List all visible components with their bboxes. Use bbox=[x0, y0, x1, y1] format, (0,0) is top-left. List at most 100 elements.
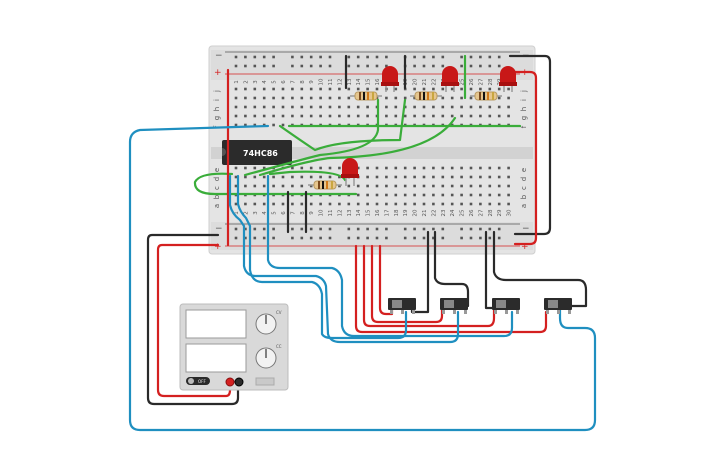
breadboard-hole[interactable] bbox=[385, 202, 388, 206]
breadboard-hole[interactable] bbox=[413, 184, 416, 188]
breadboard-hole[interactable] bbox=[441, 87, 445, 91]
breadboard-hole[interactable] bbox=[497, 64, 501, 68]
breadboard-hole[interactable] bbox=[422, 193, 426, 197]
breadboard-hole[interactable] bbox=[234, 236, 238, 240]
breadboard-hole[interactable] bbox=[403, 114, 407, 118]
breadboard-hole[interactable] bbox=[262, 96, 266, 100]
breadboard-hole[interactable] bbox=[385, 175, 388, 179]
breadboard-hole[interactable] bbox=[281, 202, 285, 206]
breadboard-hole[interactable] bbox=[460, 175, 463, 179]
breadboard-hole[interactable] bbox=[309, 166, 313, 170]
breadboard-hole[interactable] bbox=[291, 55, 294, 59]
breadboard-hole[interactable] bbox=[450, 105, 454, 109]
breadboard-hole[interactable] bbox=[309, 87, 313, 91]
breadboard-hole[interactable] bbox=[497, 55, 501, 59]
breadboard-hole[interactable] bbox=[300, 175, 304, 179]
breadboard-hole[interactable] bbox=[432, 166, 435, 170]
breadboard-hole[interactable] bbox=[441, 175, 445, 179]
breadboard-hole[interactable] bbox=[300, 227, 304, 231]
breadboard-hole[interactable] bbox=[394, 184, 398, 188]
breadboard-hole[interactable] bbox=[253, 166, 257, 170]
breadboard-hole[interactable] bbox=[338, 114, 341, 118]
breadboard-hole[interactable] bbox=[291, 175, 294, 179]
breadboard-hole[interactable] bbox=[441, 193, 445, 197]
breadboard-hole[interactable] bbox=[319, 87, 322, 91]
resistor-1[interactable] bbox=[350, 91, 382, 101]
breadboard-hole[interactable] bbox=[375, 64, 379, 68]
breadboard-hole[interactable] bbox=[497, 105, 501, 109]
breadboard-hole[interactable] bbox=[450, 96, 454, 100]
breadboard-hole[interactable] bbox=[422, 227, 426, 231]
led-4[interactable] bbox=[341, 158, 359, 186]
breadboard-hole[interactable] bbox=[338, 87, 341, 91]
breadboard-hole[interactable] bbox=[366, 114, 369, 118]
breadboard-hole[interactable] bbox=[319, 105, 322, 109]
breadboard-hole[interactable] bbox=[507, 166, 510, 170]
breadboard-hole[interactable] bbox=[460, 202, 463, 206]
breadboard-hole[interactable] bbox=[469, 64, 473, 68]
breadboard-hole[interactable] bbox=[234, 202, 238, 206]
black-wire-3[interactable] bbox=[508, 54, 552, 236]
breadboard-hole[interactable] bbox=[460, 193, 463, 197]
breadboard-hole[interactable] bbox=[460, 114, 463, 118]
breadboard-hole[interactable] bbox=[338, 175, 341, 179]
breadboard-hole[interactable] bbox=[422, 64, 426, 68]
breadboard-hole[interactable] bbox=[347, 87, 351, 91]
breadboard-hole[interactable] bbox=[262, 236, 266, 240]
breadboard-hole[interactable] bbox=[244, 236, 247, 240]
breadboard-hole[interactable] bbox=[300, 55, 304, 59]
breadboard-hole[interactable] bbox=[497, 184, 501, 188]
resistor-4[interactable] bbox=[308, 180, 342, 190]
breadboard-hole[interactable] bbox=[422, 105, 426, 109]
breadboard-hole[interactable] bbox=[507, 105, 510, 109]
breadboard-hole[interactable] bbox=[309, 175, 313, 179]
red-wire-3[interactable] bbox=[156, 243, 232, 398]
ic-chip-74hc86[interactable]: 74HC86 bbox=[222, 140, 292, 165]
led-1[interactable] bbox=[381, 66, 399, 92]
breadboard-hole[interactable] bbox=[291, 87, 294, 91]
breadboard-hole[interactable] bbox=[356, 193, 360, 197]
breadboard-hole[interactable] bbox=[328, 175, 332, 179]
breadboard-hole[interactable] bbox=[385, 236, 388, 240]
breadboard-hole[interactable] bbox=[347, 202, 351, 206]
breadboard-hole[interactable] bbox=[469, 236, 473, 240]
breadboard-hole[interactable] bbox=[375, 175, 379, 179]
breadboard-hole[interactable] bbox=[488, 202, 492, 206]
breadboard-hole[interactable] bbox=[385, 105, 388, 109]
breadboard-hole[interactable] bbox=[422, 202, 426, 206]
breadboard-hole[interactable] bbox=[479, 87, 482, 91]
breadboard-hole[interactable] bbox=[432, 55, 435, 59]
breadboard-hole[interactable] bbox=[497, 96, 501, 100]
breadboard-hole[interactable] bbox=[479, 175, 482, 179]
negative-terminal[interactable] bbox=[234, 377, 244, 387]
breadboard-hole[interactable] bbox=[488, 166, 492, 170]
breadboard-hole[interactable] bbox=[347, 184, 351, 188]
power-supply[interactable]: CV CC OFF bbox=[179, 303, 289, 391]
green-wire-5[interactable] bbox=[243, 98, 380, 177]
breadboard-hole[interactable] bbox=[413, 105, 416, 109]
breadboard-hole[interactable] bbox=[309, 105, 313, 109]
breadboard-hole[interactable] bbox=[272, 236, 275, 240]
breadboard-hole[interactable] bbox=[507, 96, 510, 100]
breadboard-hole[interactable] bbox=[450, 193, 454, 197]
breadboard-hole[interactable] bbox=[291, 166, 294, 170]
breadboard-hole[interactable] bbox=[347, 114, 351, 118]
breadboard-hole[interactable] bbox=[469, 184, 473, 188]
breadboard-hole[interactable] bbox=[385, 184, 388, 188]
breadboard-hole[interactable] bbox=[300, 96, 304, 100]
breadboard-hole[interactable] bbox=[366, 55, 369, 59]
breadboard-hole[interactable] bbox=[253, 236, 257, 240]
breadboard-hole[interactable] bbox=[291, 236, 294, 240]
breadboard-hole[interactable] bbox=[413, 236, 416, 240]
breadboard-hole[interactable] bbox=[244, 64, 247, 68]
breadboard-hole[interactable] bbox=[441, 202, 445, 206]
breadboard-hole[interactable] bbox=[244, 175, 247, 179]
breadboard-hole[interactable] bbox=[244, 227, 247, 231]
breadboard-hole[interactable] bbox=[328, 227, 332, 231]
breadboard-hole[interactable] bbox=[479, 64, 482, 68]
breadboard-hole[interactable] bbox=[432, 236, 435, 240]
breadboard-hole[interactable] bbox=[385, 227, 388, 231]
breadboard-hole[interactable] bbox=[441, 166, 445, 170]
blue-wire-2[interactable] bbox=[228, 174, 460, 344]
breadboard-hole[interactable] bbox=[253, 123, 257, 127]
